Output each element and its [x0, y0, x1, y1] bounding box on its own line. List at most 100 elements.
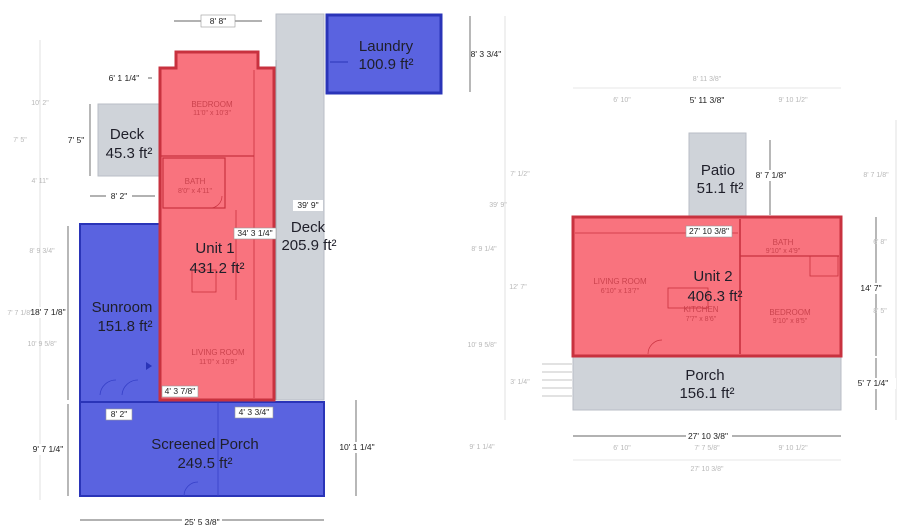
- dim-label: 5' 11 3/8": [690, 95, 725, 105]
- faint-dim: 27' 10 3/8": [690, 466, 724, 473]
- dim-label: 27' 10 3/8": [688, 431, 728, 441]
- dim-label: 8' 2": [111, 191, 127, 201]
- sunroom[interactable]: [79, 223, 163, 403]
- dim-label: 4' 3 3/4": [239, 407, 270, 417]
- dim-label: 8' 3 3/4": [471, 49, 502, 59]
- porch-shape: [572, 355, 842, 411]
- dim-label: 25' 5 3/8": [184, 517, 219, 527]
- porch-area: 156.1 ft²: [679, 385, 734, 402]
- dim-label: 5' 7 1/4": [858, 378, 889, 388]
- u2-bedroom-name: BEDROOM: [769, 308, 811, 317]
- faint-dim: 3' 1/4": [510, 379, 530, 386]
- u2-bath-dims: 9'10" x 4'9": [766, 248, 801, 255]
- u1-bedroom-dims: 11'0" x 10'3": [193, 110, 231, 117]
- dimension-lines: [39, 16, 897, 521]
- u2-kitchen-dims: 7'7" x 8'6": [686, 316, 717, 323]
- u1-living-name: LIVING ROOM: [191, 348, 245, 357]
- u1-bedroom-name: BEDROOM: [191, 100, 233, 109]
- faint-dim: 7' 1/2": [510, 171, 530, 178]
- sunroom-shape: [79, 223, 163, 403]
- screened-porch-area: 249.5 ft²: [177, 455, 232, 472]
- faint-dim: 4' 11": [32, 178, 49, 185]
- unit-2-shape: [571, 215, 843, 358]
- deck-small-label: Deck: [110, 126, 145, 143]
- unit-1-area: 431.2 ft²: [189, 260, 244, 277]
- faint-dim: 39' 9": [489, 202, 507, 209]
- unit-1-label: Unit 1: [195, 240, 234, 257]
- faint-dim: 12' 7": [509, 284, 527, 291]
- sunroom-label: Sunroom: [92, 299, 153, 316]
- faint-dim: 9' 10 1/2": [778, 97, 808, 104]
- screened-porch-shape: [79, 401, 325, 497]
- patio-shape: [688, 132, 747, 218]
- unit-1-shape: [158, 50, 276, 402]
- dim-label: 39' 9": [297, 200, 318, 210]
- dim-label: 14' 7": [860, 283, 881, 293]
- unit-1-door-swing: [209, 195, 223, 209]
- unit-1-counter: [191, 269, 217, 293]
- unit-2-door-swing: [647, 339, 663, 355]
- patio-area: 51.1 ft²: [697, 180, 744, 197]
- deck-large-area: 205.9 ft²: [281, 237, 336, 254]
- dim-label: 10' 1 1/4": [339, 442, 374, 452]
- patio-label: Patio: [701, 162, 735, 179]
- sunroom-area: 151.8 ft²: [97, 318, 152, 335]
- u2-bath-name: BATH: [773, 238, 794, 247]
- u2-kitchen-name: KITCHEN: [683, 305, 718, 314]
- faint-dim: 8' 5": [873, 308, 887, 315]
- faint-dim: 9' 10 1/2": [778, 445, 808, 452]
- faint-dim: 8' 7 1/8": [863, 172, 889, 179]
- deck-small-shape: [97, 103, 163, 177]
- faint-dim: 6' 8": [873, 239, 887, 246]
- unit-2[interactable]: [571, 215, 843, 358]
- faint-dim: 10' 9 5/8": [467, 342, 497, 349]
- porch-steps: [542, 363, 572, 397]
- dim-label: 9' 7 1/4": [33, 444, 64, 454]
- dim-label: 8' 8": [210, 16, 226, 26]
- u1-living-dims: 11'0" x 10'9": [199, 359, 237, 366]
- porch[interactable]: [542, 345, 842, 411]
- sunroom-door-swing: [99, 379, 117, 396]
- faint-dim: 8' 9 1/4": [471, 246, 497, 253]
- screened-porch[interactable]: [79, 401, 325, 497]
- faint-dim: 6' 10": [613, 97, 631, 104]
- faint-dim: 8' 9 3/4": [29, 248, 55, 255]
- patio[interactable]: [688, 132, 747, 218]
- u2-living-name: LIVING ROOM: [593, 277, 647, 286]
- u1-bath-name: BATH: [185, 177, 206, 186]
- u2-bedroom-dims: 9'10" x 8'5": [773, 318, 808, 325]
- dim-label: 18' 7 1/8": [30, 307, 65, 317]
- dim-label: 8' 2": [111, 409, 127, 419]
- dimension-labels: 8' 8" 8' 3 3/4" 6' 1 1/4" 7' 5" 8' 2" 39…: [30, 14, 896, 528]
- faint-dim: 7' 7 5/8": [694, 445, 720, 452]
- laundry-room[interactable]: [325, 13, 443, 95]
- porch-label: Porch: [685, 367, 724, 384]
- u2-living-dims: 6'10" x 13'7": [601, 288, 640, 295]
- unit-2-label: Unit 2: [693, 268, 732, 285]
- subroom-labels: BEDROOM 11'0" x 10'3" BATH 8'0" x 4'11" …: [178, 100, 811, 366]
- unit-1-bath-outline: [162, 157, 226, 209]
- faint-dim: 9' 1 1/4": [469, 444, 495, 451]
- faint-dim: 7' 7 1/8": [7, 310, 33, 317]
- faint-dim: 6' 10": [613, 445, 631, 452]
- dim-label: 7' 5": [68, 135, 84, 145]
- unit-1[interactable]: [158, 50, 276, 402]
- deck-small[interactable]: [97, 103, 163, 177]
- room-labels: Laundry 100.9 ft² Deck 45.3 ft² Unit 1 4…: [92, 38, 744, 472]
- faint-dim: 7' 5": [13, 137, 27, 144]
- faint-dim: 10' 9 5/8": [27, 341, 57, 348]
- dim-label: 6' 1 1/4": [109, 73, 140, 83]
- laundry-label: Laundry: [359, 38, 414, 55]
- unit-2-counter: [667, 287, 709, 309]
- deck-large-label: Deck: [291, 219, 326, 236]
- dim-label: 34' 3 1/4": [237, 228, 272, 238]
- unit-2-closet: [809, 255, 839, 277]
- unit-2-area: 406.3 ft²: [687, 288, 742, 305]
- laundry-shape: [325, 13, 443, 95]
- u1-bath-dims: 8'0" x 4'11": [178, 188, 212, 195]
- deck-small-area: 45.3 ft²: [106, 145, 153, 162]
- faint-dimension-labels: 10' 2" 7' 5" 4' 11" 8' 9 3/4" 7' 7 1/8" …: [7, 76, 889, 473]
- faint-dim: 8' 11 3/8": [693, 76, 722, 83]
- dim-label: 27' 10 3/8": [689, 226, 729, 236]
